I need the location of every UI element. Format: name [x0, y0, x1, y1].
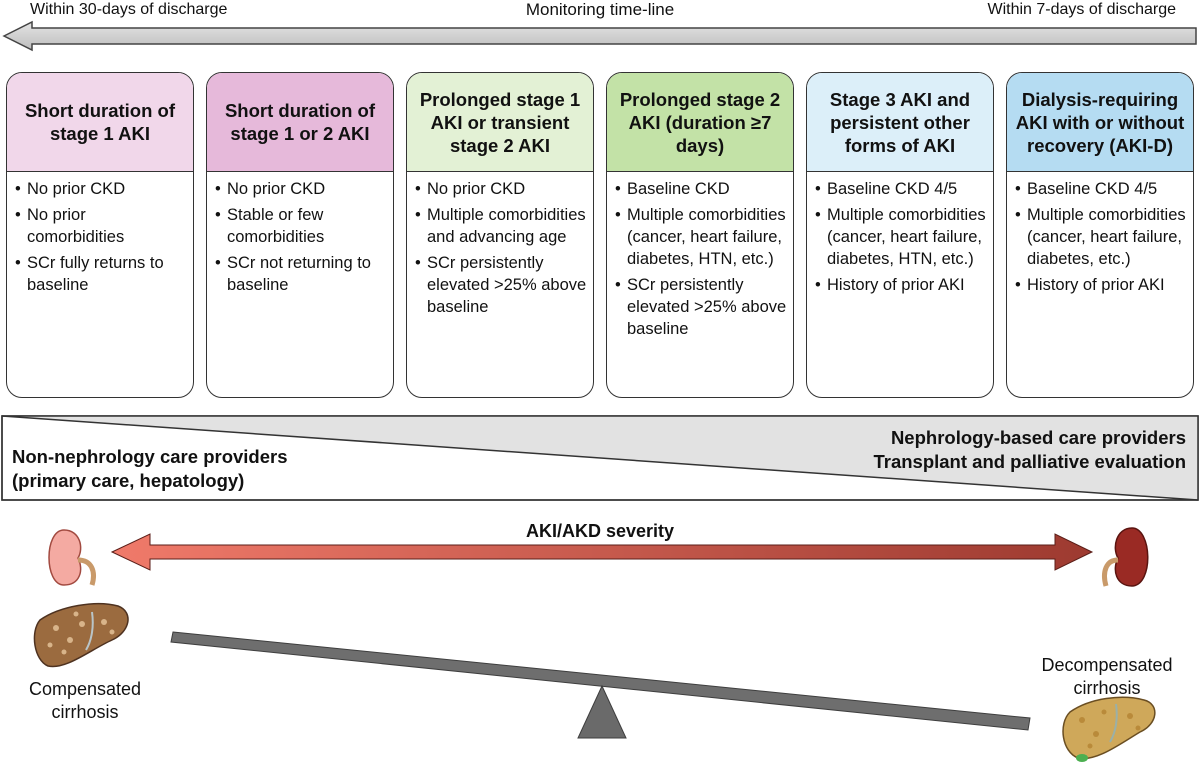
liver-compensated-icon — [33, 602, 129, 668]
stage-card-1: Short duration of stage 1 AKI No prior C… — [6, 72, 194, 398]
stage-card-6: Dialysis-requiring AKI with or without r… — [1006, 72, 1194, 398]
stage-card-2-item-3: SCr not returning to baseline — [215, 252, 387, 296]
balance-beam — [170, 631, 1031, 731]
balance-fulcrum — [577, 684, 627, 739]
cirrhosis-right-label: Decompensated cirrhosis — [1032, 654, 1182, 700]
stage-card-5-title: Stage 3 AKI and persistent other forms o… — [807, 73, 993, 172]
stage-card-2-title: Short duration of stage 1 or 2 AKI — [207, 73, 393, 172]
provider-band — [1, 415, 1199, 501]
provider-left-line1: Non-nephrology care providers — [12, 446, 288, 467]
provider-right: Nephrology-based care providers Transpla… — [873, 426, 1186, 474]
timeline-right-label: Within 7-days of discharge — [987, 1, 1176, 18]
stage-card-6-item-1: Baseline CKD 4/5 — [1015, 178, 1187, 200]
stage-card-1-item-3: SCr fully returns to baseline — [15, 252, 187, 296]
stage-card-5-item-1: Baseline CKD 4/5 — [815, 178, 987, 200]
stage-card-2-item-2: Stable or few comorbidities — [215, 204, 387, 248]
timeline-arrow — [2, 20, 1197, 52]
stage-card-1-item-2: No prior comorbidities — [15, 204, 187, 248]
provider-right-line2: Transplant and palliative evaluation — [873, 451, 1186, 472]
stage-card-1-item-1: No prior CKD — [15, 178, 187, 200]
timeline-left-label: Within 30-days of discharge — [30, 1, 228, 18]
stage-card-3: Prolonged stage 1 AKI or transient stage… — [406, 72, 594, 398]
stage-card-4-item-3: SCr persistently elevated >25% above bas… — [615, 274, 787, 340]
cirrhosis-left-line1: Compensated — [28, 679, 142, 699]
cirrhosis-left-line2: cirrhosis — [51, 702, 119, 722]
cirrhosis-right-line2: cirrhosis — [1073, 678, 1141, 698]
stage-card-6-title: Dialysis-requiring AKI with or without r… — [1007, 73, 1193, 172]
stage-card-5: Stage 3 AKI and persistent other forms o… — [806, 72, 994, 398]
provider-left: Non-nephrology care providers (primary c… — [12, 445, 288, 493]
provider-left-line2: (primary care, hepatology) — [12, 470, 245, 491]
cirrhosis-right-line1: Decompensated — [1041, 655, 1173, 675]
stage-card-4-item-1: Baseline CKD — [615, 178, 787, 200]
stage-card-3-item-3: SCr persistently elevated >25% above bas… — [415, 252, 587, 318]
kidney-right-icon — [1102, 527, 1149, 587]
severity-arrow — [110, 533, 1094, 571]
liver-decompensated-icon — [1062, 696, 1156, 762]
severity-label: AKI/AKD severity — [525, 521, 675, 541]
stage-card-4-item-2: Multiple comorbidities (cancer, heart fa… — [615, 204, 787, 270]
stage-card-6-item-3: History of prior AKI — [1015, 274, 1187, 296]
cirrhosis-left-label: Compensated cirrhosis — [10, 678, 160, 724]
stage-card-3-item-2: Multiple comorbidities and advancing age — [415, 204, 587, 248]
stage-card-5-item-3: History of prior AKI — [815, 274, 987, 296]
provider-right-line1: Nephrology-based care providers — [890, 427, 1186, 448]
stage-card-3-title: Prolonged stage 1 AKI or transient stage… — [407, 73, 593, 172]
timeline-center-label: Monitoring time-line — [525, 0, 675, 19]
stage-card-2-item-1: No prior CKD — [215, 178, 387, 200]
stage-card-1-title: Short duration of stage 1 AKI — [7, 73, 193, 172]
stage-card-3-item-1: No prior CKD — [415, 178, 587, 200]
stage-card-6-item-2: Multiple comorbidities (cancer, heart fa… — [1015, 204, 1187, 270]
stage-card-4-title: Prolonged stage 2 AKI (duration ≥7 days) — [607, 73, 793, 172]
stage-card-2: Short duration of stage 1 or 2 AKI No pr… — [206, 72, 394, 398]
stage-card-5-item-2: Multiple comorbidities (cancer, heart fa… — [815, 204, 987, 270]
kidney-left-icon — [48, 529, 96, 586]
stage-card-4: Prolonged stage 2 AKI (duration ≥7 days)… — [606, 72, 794, 398]
